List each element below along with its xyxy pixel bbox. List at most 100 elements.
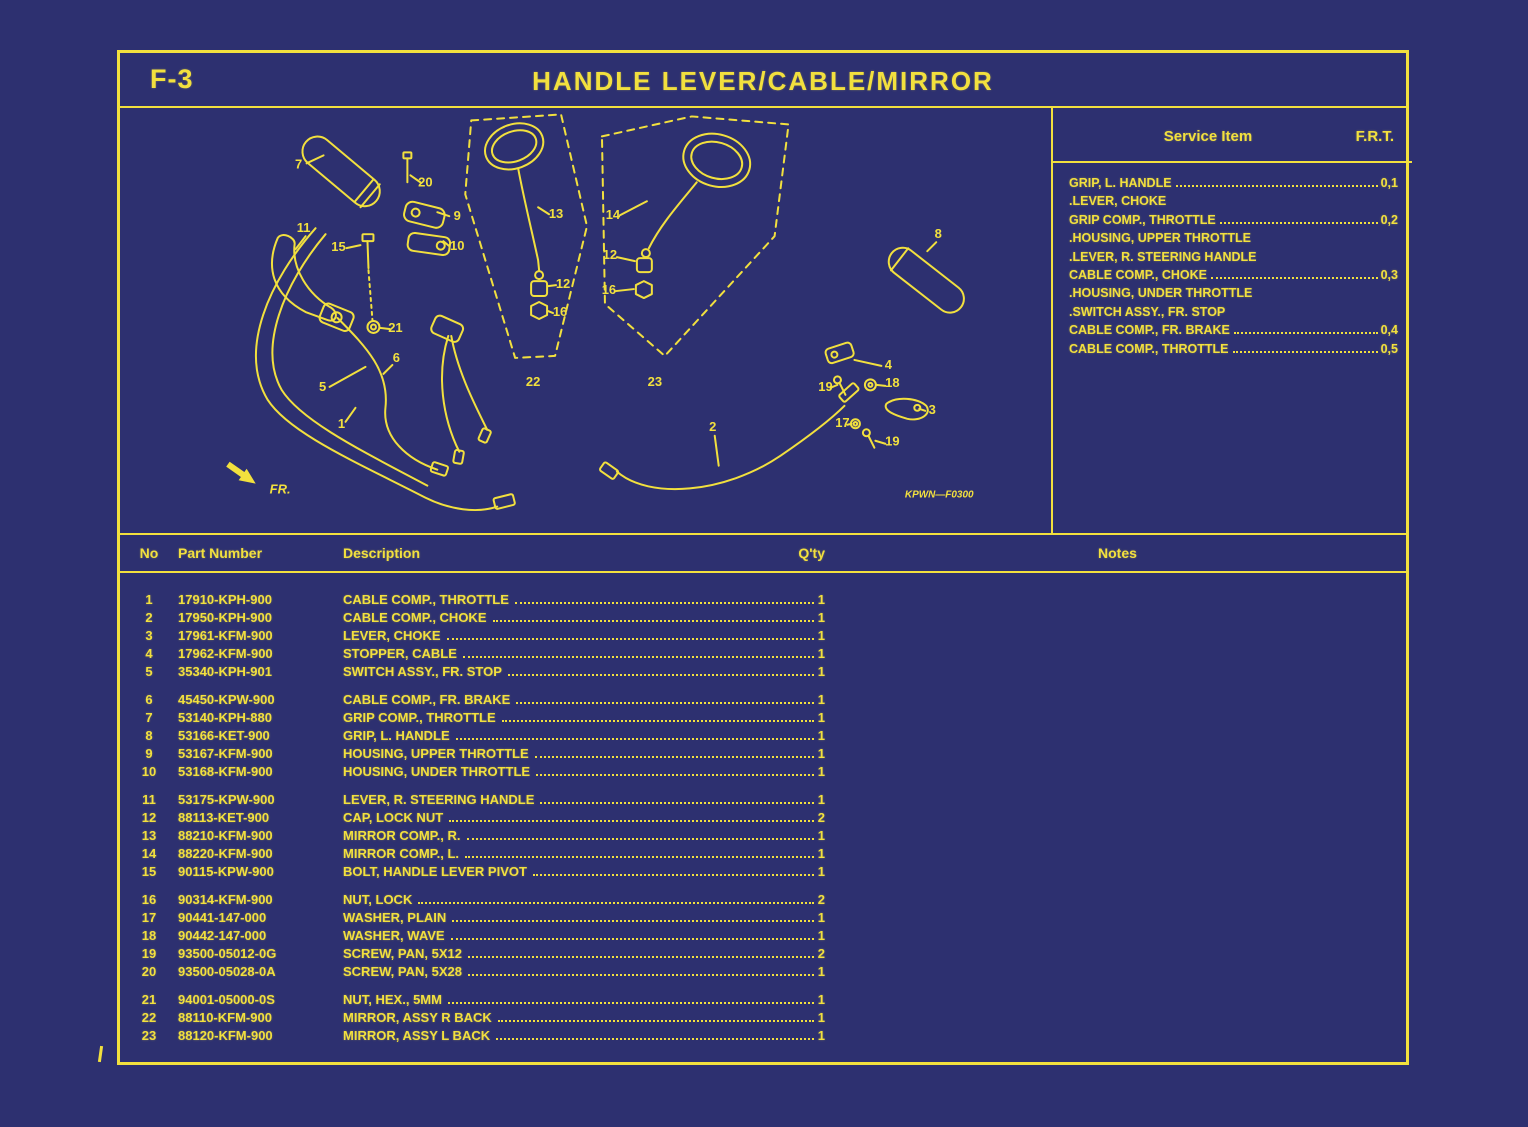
dot-leader: [467, 974, 814, 976]
dot-leader: [497, 1020, 814, 1022]
dot-leader: [418, 902, 814, 904]
cell-qty: 2: [817, 810, 825, 825]
diagram-callout: 7: [295, 156, 302, 171]
diagram-callout: 19: [885, 434, 899, 449]
col-header-no: No: [139, 545, 159, 561]
cell-part-number: 17910-KPH-900: [178, 592, 272, 607]
cell-part-number: 88220-KFM-900: [178, 846, 273, 861]
cell-no: 16: [141, 892, 157, 907]
diagram-callout: 23: [648, 374, 662, 389]
description-text: CABLE COMP., FR. BRAKE: [343, 692, 511, 707]
cell-notes: [825, 645, 1406, 663]
cell-qty: 1: [817, 692, 825, 707]
service-item-frt: 0,5: [1380, 341, 1398, 356]
diagram-callout: 9: [454, 208, 461, 223]
dot-leader: [536, 774, 814, 776]
cell-part-number: 90441-147-000: [178, 910, 267, 925]
cell-qty: 2: [817, 946, 825, 961]
cell-notes: [825, 1009, 1406, 1027]
exploded-parts-diagram: FR. KPWN—F0300 7209111510131412121616821…: [226, 113, 974, 512]
cell-description: CABLE COMP., CHOKE 1: [343, 609, 825, 627]
page-code: F-3: [150, 64, 194, 94]
cell-qty: 1: [817, 664, 825, 679]
diagram-callout: 2: [709, 419, 716, 434]
cell-part-number: 53168-KFM-900: [178, 764, 273, 779]
col-header-notes: Notes: [1098, 545, 1137, 561]
service-item-label: CABLE COMP., FR. BRAKE: [1069, 323, 1230, 338]
frt-header: F.R.T.: [1355, 128, 1394, 145]
service-panel-header: Service Item F.R.T.: [1053, 108, 1412, 163]
cell-part-number: 53166-KET-900: [178, 728, 270, 743]
cell-notes: [825, 763, 1406, 781]
diagram-callout: 6: [393, 350, 400, 365]
dot-leader: [447, 1002, 814, 1004]
fr-arrow-icon: [226, 461, 256, 484]
cell-qty: 1: [817, 728, 825, 743]
dot-leader: [466, 838, 814, 840]
cell-no: 1: [145, 592, 153, 607]
service-item-label: CABLE COMP., THROTTLE: [1069, 341, 1229, 356]
service-item-label: .SWITCH ASSY., FR. STOP: [1069, 304, 1226, 319]
cell-no: 18: [141, 928, 157, 943]
cell-notes: [825, 727, 1406, 745]
description-text: CABLE COMP., CHOKE: [343, 610, 487, 625]
cell-qty: 1: [817, 646, 825, 661]
scan-artifact-mark: [97, 1045, 104, 1063]
dot-leader: [1232, 350, 1378, 353]
description-text: MIRROR, ASSY L BACK: [343, 1028, 491, 1043]
cell-notes: [825, 845, 1406, 863]
col-header-part-number: Part Number: [178, 545, 263, 561]
service-item: .SWITCH ASSY., FR. STOP: [1069, 303, 1398, 321]
diagram-callout: 8: [935, 226, 942, 241]
cell-part-number: 17962-KFM-900: [178, 646, 273, 661]
diagram-callout: 15: [331, 239, 345, 254]
cell-notes: [825, 709, 1406, 727]
cell-no: 13: [141, 828, 157, 843]
description-text: WASHER, WAVE: [343, 928, 445, 943]
cell-notes: [825, 791, 1406, 809]
cell-part-number: 88113-KET-900: [178, 810, 270, 825]
service-item: .LEVER, CHOKE: [1069, 192, 1398, 210]
cell-no: 21: [141, 992, 157, 1007]
cell-part-number: 53167-KFM-900: [178, 746, 273, 761]
service-item-label: .LEVER, R. STEERING HANDLE: [1069, 249, 1257, 264]
cell-qty: 1: [817, 964, 825, 979]
cell-description: CABLE COMP., FR. BRAKE 1: [343, 691, 825, 709]
cell-qty: 1: [817, 610, 825, 625]
cell-qty: 1: [817, 864, 825, 879]
dot-leader: [496, 1038, 814, 1040]
page-title: HANDLE LEVER/CABLE/MIRROR: [532, 66, 994, 96]
dot-leader: [446, 638, 814, 640]
description-text: GRIP, L. HANDLE: [343, 728, 450, 743]
col-header-description: Description: [343, 545, 421, 561]
service-item-frt: 0,2: [1380, 212, 1398, 227]
diagram-callout: 13: [549, 206, 563, 221]
dot-leader: [507, 674, 814, 676]
dot-leader: [501, 720, 814, 722]
service-item-header: Service Item: [1163, 128, 1253, 145]
cell-qty: 1: [817, 846, 825, 861]
parts-table-header: No Part Number Description Q'ty Notes: [120, 533, 1406, 573]
